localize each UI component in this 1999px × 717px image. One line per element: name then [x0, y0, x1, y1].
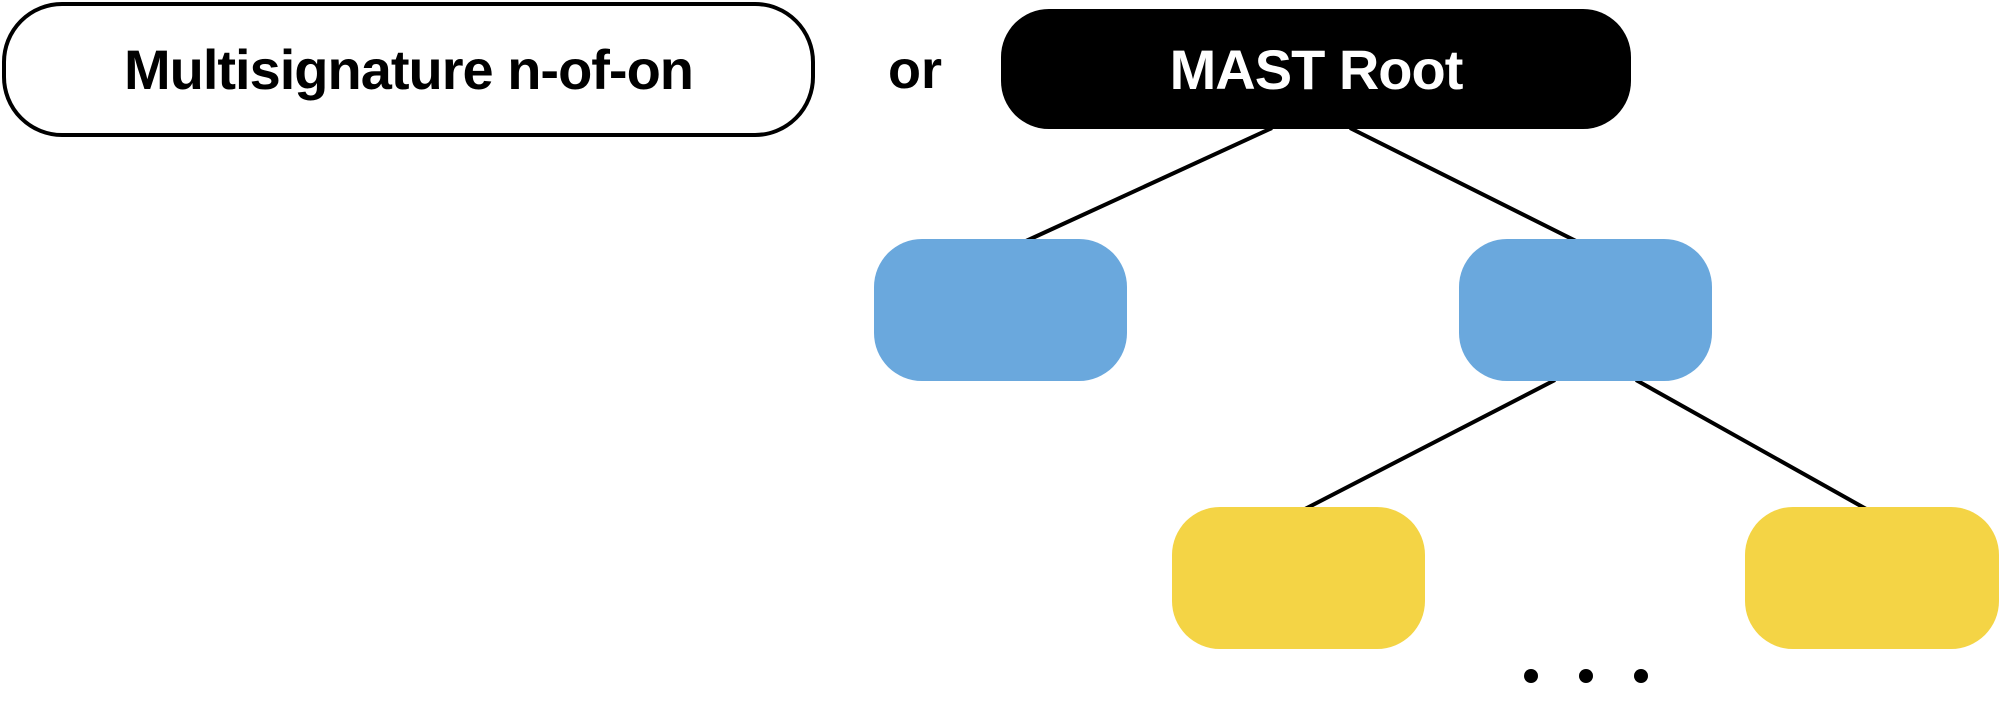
multisignature-label: Multisignature n-of-on [123, 38, 694, 101]
edge-right-node-to-right-leaf [1635, 378, 1869, 512]
mast-root-label: MAST Root [1169, 37, 1464, 101]
inner-node-left [874, 239, 1127, 381]
inner-node-right [1459, 239, 1712, 381]
edge-root-to-left-node [1025, 126, 1273, 243]
ellipsis-dot-2 [1579, 669, 1593, 683]
leaf-node-left [1172, 507, 1425, 649]
multisignature-box: Multisignature n-of-on [2, 2, 815, 137]
mast-root-node: MAST Root [1001, 9, 1631, 129]
ellipsis-dot-3 [1634, 669, 1648, 683]
ellipsis-icon [1524, 669, 1648, 683]
ellipsis-dot-1 [1524, 669, 1538, 683]
edge-root-to-right-node [1349, 126, 1577, 243]
leaf-node-right [1745, 507, 1999, 649]
or-label: or [888, 40, 942, 100]
edge-right-node-to-left-leaf [1302, 378, 1556, 512]
